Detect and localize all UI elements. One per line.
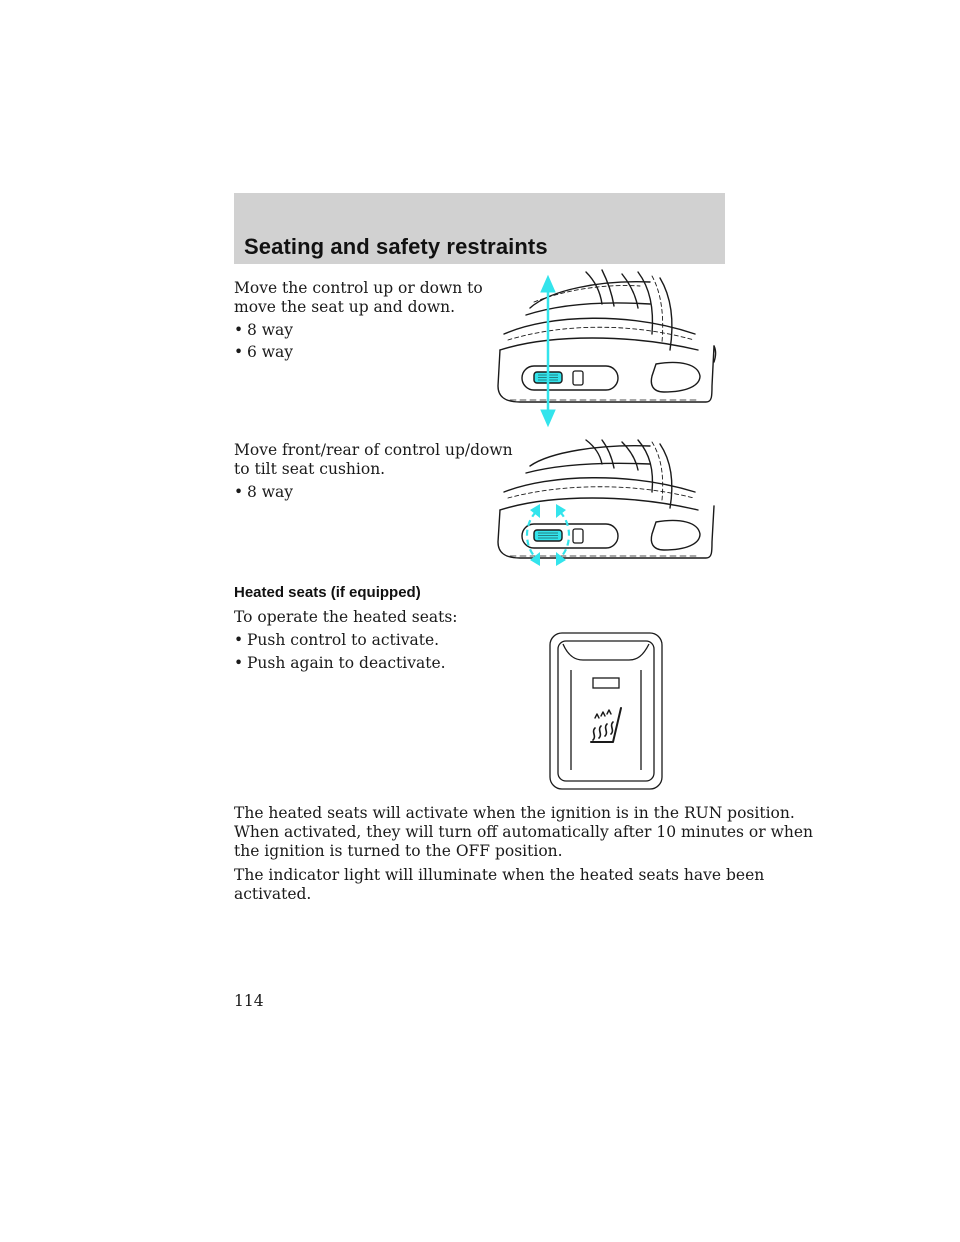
seat-tilt-bullet-8-way: •8 way: [234, 483, 294, 501]
heated-seats-heading: Heated seats (if equipped): [234, 584, 421, 601]
seat-tilt-text-line-1: Move front/rear of control up/down: [234, 441, 513, 459]
heated-seat-switch-illustration: [549, 632, 663, 790]
seat-height-illustration: [497, 269, 717, 428]
bullet-dot: •: [234, 654, 244, 672]
section-header-band: [234, 193, 725, 264]
seat-height-bullet-6-way: •6 way: [234, 343, 294, 361]
heated-seats-para1-line-3: the ignition is turned to the OFF positi…: [234, 842, 563, 860]
section-title: Seating and safety restraints: [244, 234, 548, 259]
seat-height-text-line-2: move the seat up and down.: [234, 298, 456, 316]
bullet-dot: •: [234, 483, 244, 501]
seat-tilt-text-line-2: to tilt seat cushion.: [234, 460, 386, 478]
seat-tilt-illustration: [497, 439, 715, 566]
heated-seat-icon: [590, 707, 622, 743]
bullet-dot: •: [234, 631, 244, 649]
seat-height-text-line-1: Move the control up or down to: [234, 279, 483, 297]
heated-seats-para2-line-1: The indicator light will illuminate when…: [234, 866, 765, 884]
bullet-dot: •: [234, 321, 244, 339]
heated-seats-bullet-activate: •Push control to activate.: [234, 631, 440, 649]
heated-seats-para1-line-2: When activated, they will turn off autom…: [234, 823, 813, 841]
heated-seats-para1-line-1: The heated seats will activate when the …: [234, 804, 795, 822]
bullet-dot: •: [234, 343, 244, 361]
seat-height-bullet-8-way: •8 way: [234, 321, 294, 339]
heated-seats-bullet-deactivate: •Push again to deactivate.: [234, 654, 446, 672]
heated-seats-para2-line-2: activated.: [234, 885, 312, 903]
heated-seats-intro: To operate the heated seats:: [234, 608, 458, 626]
page-number: 114: [234, 992, 264, 1010]
